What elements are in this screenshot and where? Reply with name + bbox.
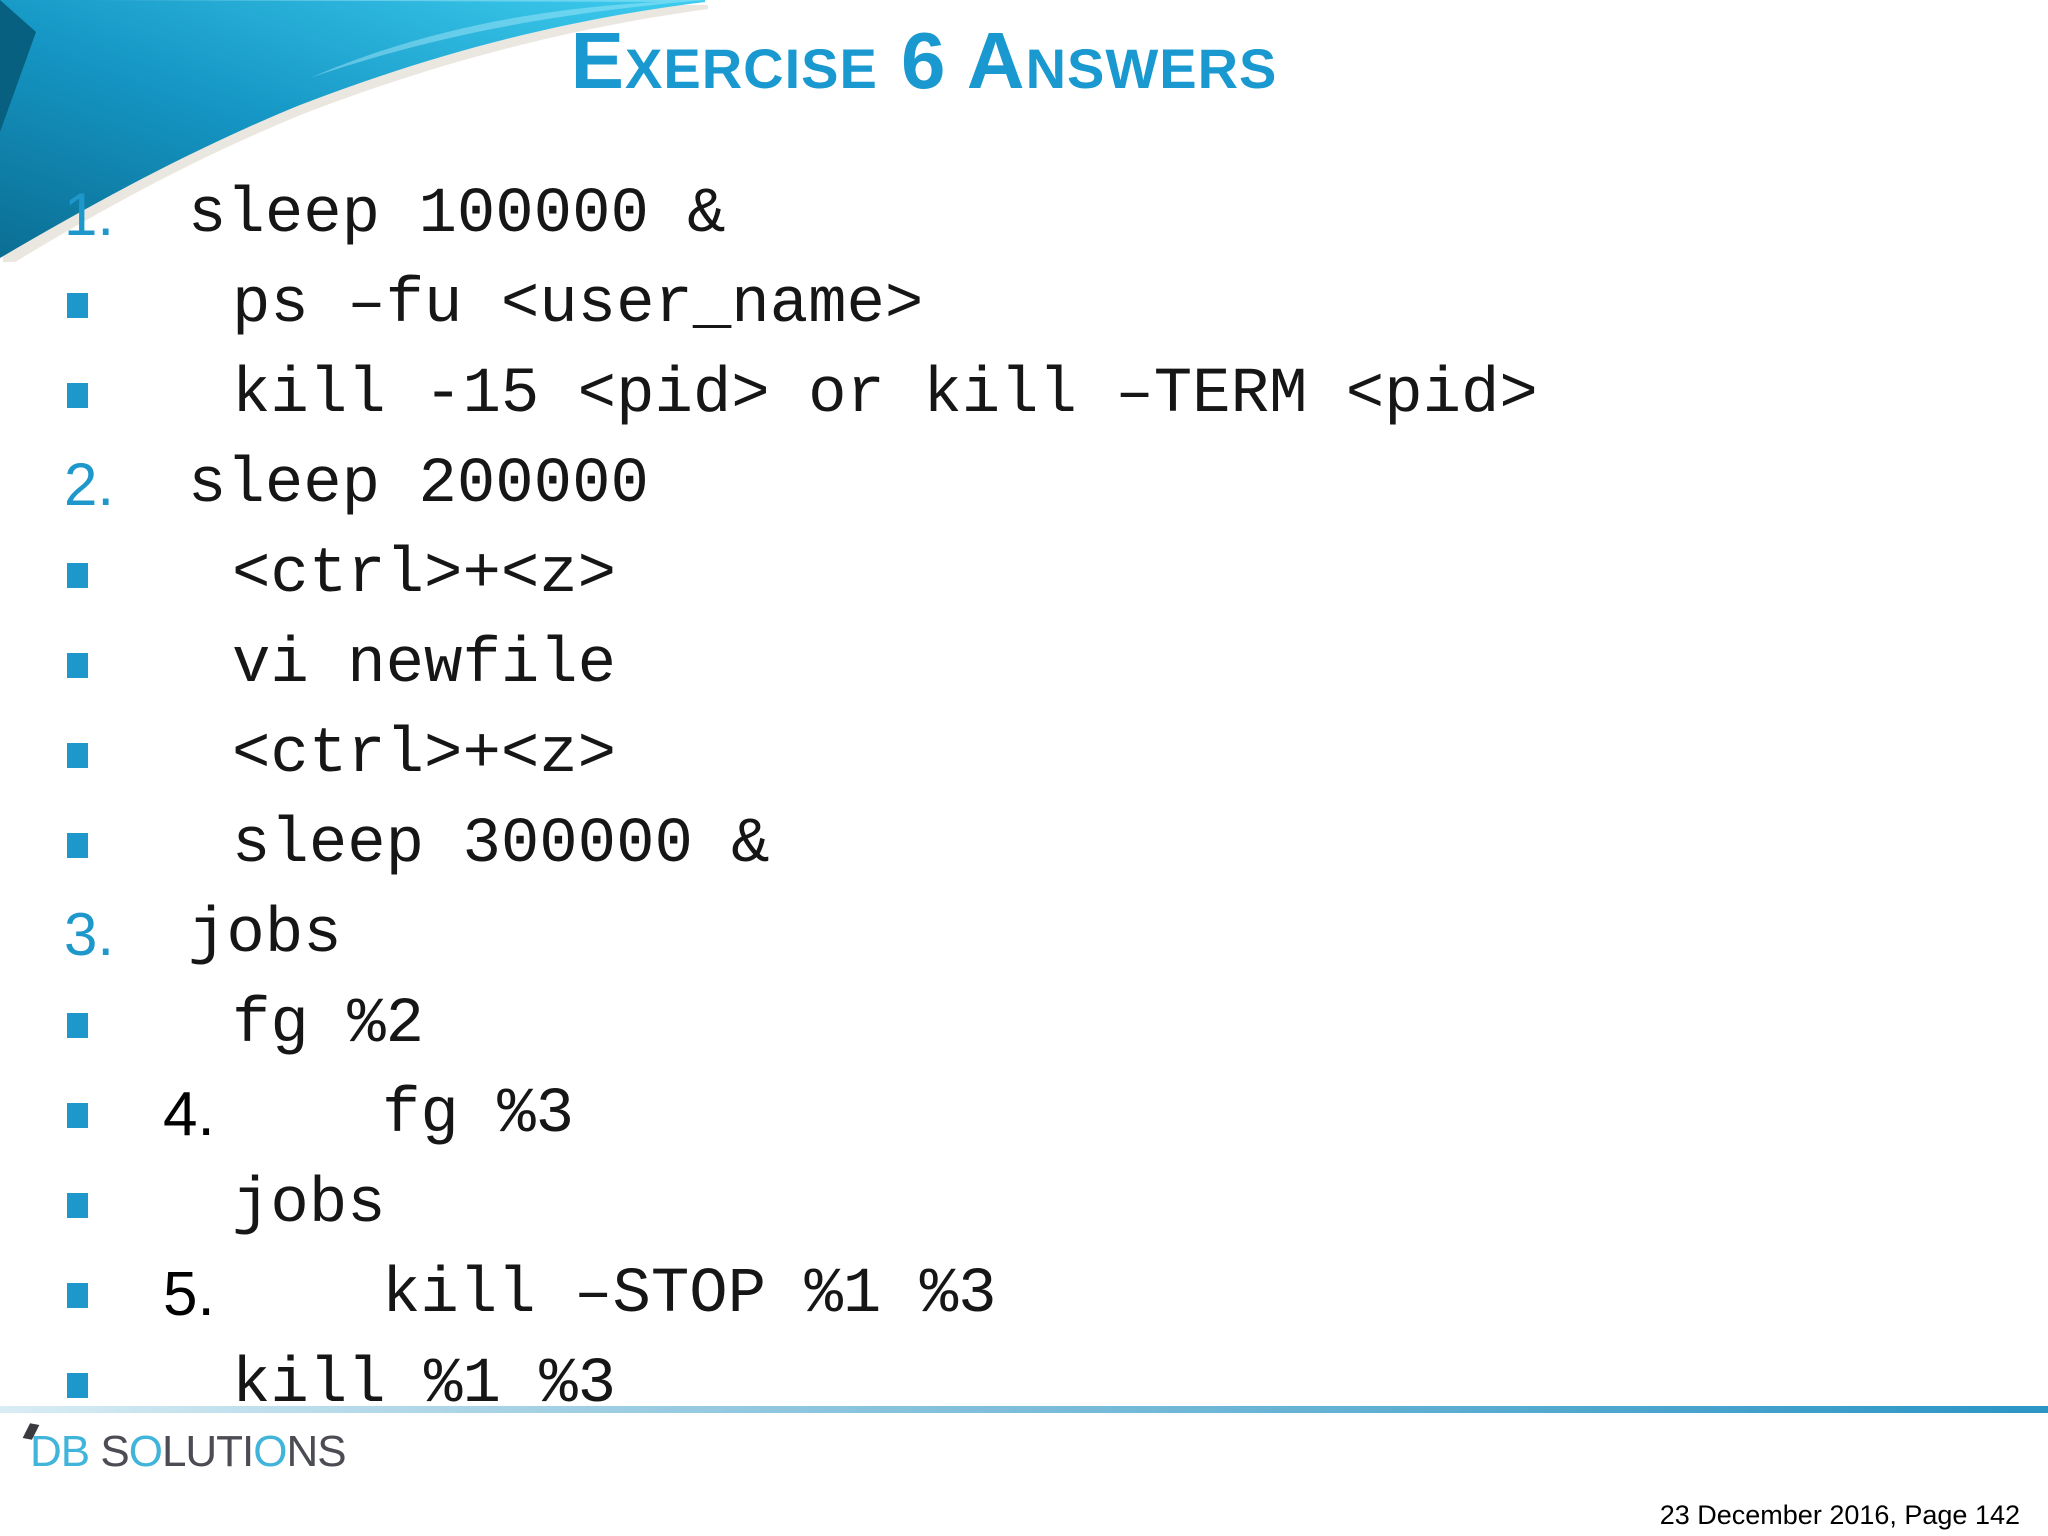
bullet-square-icon [67,653,88,678]
bullet-square-icon [67,1013,88,1038]
list-item: fg %2 [0,980,2048,1070]
list-item: kill %1 %3 [0,1340,2048,1430]
footer-divider [0,1406,2048,1413]
command-text: sleep 300000 & [232,809,770,881]
bullet-square-icon [67,563,88,588]
company-logo: DB SOLUTIONS [30,1427,347,1476]
command-text: kill –STOP %1 %3 [382,1259,997,1331]
bullet-square-icon [67,1373,88,1398]
bullet-square-icon [67,743,88,768]
command-text: ps –fu <user_name> [232,269,924,341]
command-text: <ctrl>+<z> [232,719,617,791]
command-text: jobs [232,1169,386,1241]
footer-date-page: 23 December 2016, Page 142 [1659,1500,2020,1530]
list-item: 5. kill –STOP %1 %3 [0,1250,2048,1340]
logo-letter-group: O [128,1427,163,1476]
list-item: 2. sleep 200000 [0,440,2048,530]
inline-list-number: 4. [163,1080,215,1149]
command-text: fg %2 [232,989,425,1061]
command-text: kill %1 %3 [232,1349,617,1421]
bullet-square-icon [67,1283,88,1308]
logo-letter-group: DB [30,1427,90,1476]
bullet-square-icon [67,383,88,408]
answer-list: 1. sleep 100000 & ps –fu <user_name>kill -… [0,170,2048,1430]
command-text: vi newfile [232,629,617,701]
logo-letter-group: O [253,1427,287,1476]
bullet-square-icon [67,293,88,318]
bullet-square-icon [67,1193,88,1218]
list-item: 1. sleep 100000 & [0,170,2048,260]
logo-letter-group: NS [286,1427,347,1476]
logo-letter-group: S [89,1427,129,1476]
list-item: sleep 300000 & [0,800,2048,890]
command-text: kill -15 <pid> or kill –TERM <pid> [232,359,1538,431]
bullet-square-icon [67,1103,88,1128]
list-item: ps –fu <user_name> [0,260,2048,350]
list-item: <ctrl>+<z> [0,530,2048,620]
list-item: <ctrl>+<z> [0,710,2048,800]
corner-swoosh-decoration [0,0,708,262]
command-text: sleep 200000 [188,449,649,521]
list-item: kill -15 <pid> or kill –TERM <pid> [0,350,2048,440]
list-item: vi newfile [0,620,2048,710]
command-text: jobs [188,899,342,971]
list-item: 4. fg %3 [0,1070,2048,1160]
command-text: sleep 100000 & [188,179,726,251]
logo-letter-group: LUTI [161,1427,254,1476]
inline-list-number: 5. [163,1260,215,1329]
list-item: 3. jobs [0,890,2048,980]
list-item: jobs [0,1160,2048,1250]
list-number: 1. [64,181,115,248]
command-text: fg %3 [382,1079,575,1151]
bullet-square-icon [67,833,88,858]
page-title: Exercise 6 Answers [570,16,1278,105]
list-number: 3. [64,901,115,968]
list-number: 2. [64,451,115,518]
command-text: <ctrl>+<z> [232,539,617,611]
